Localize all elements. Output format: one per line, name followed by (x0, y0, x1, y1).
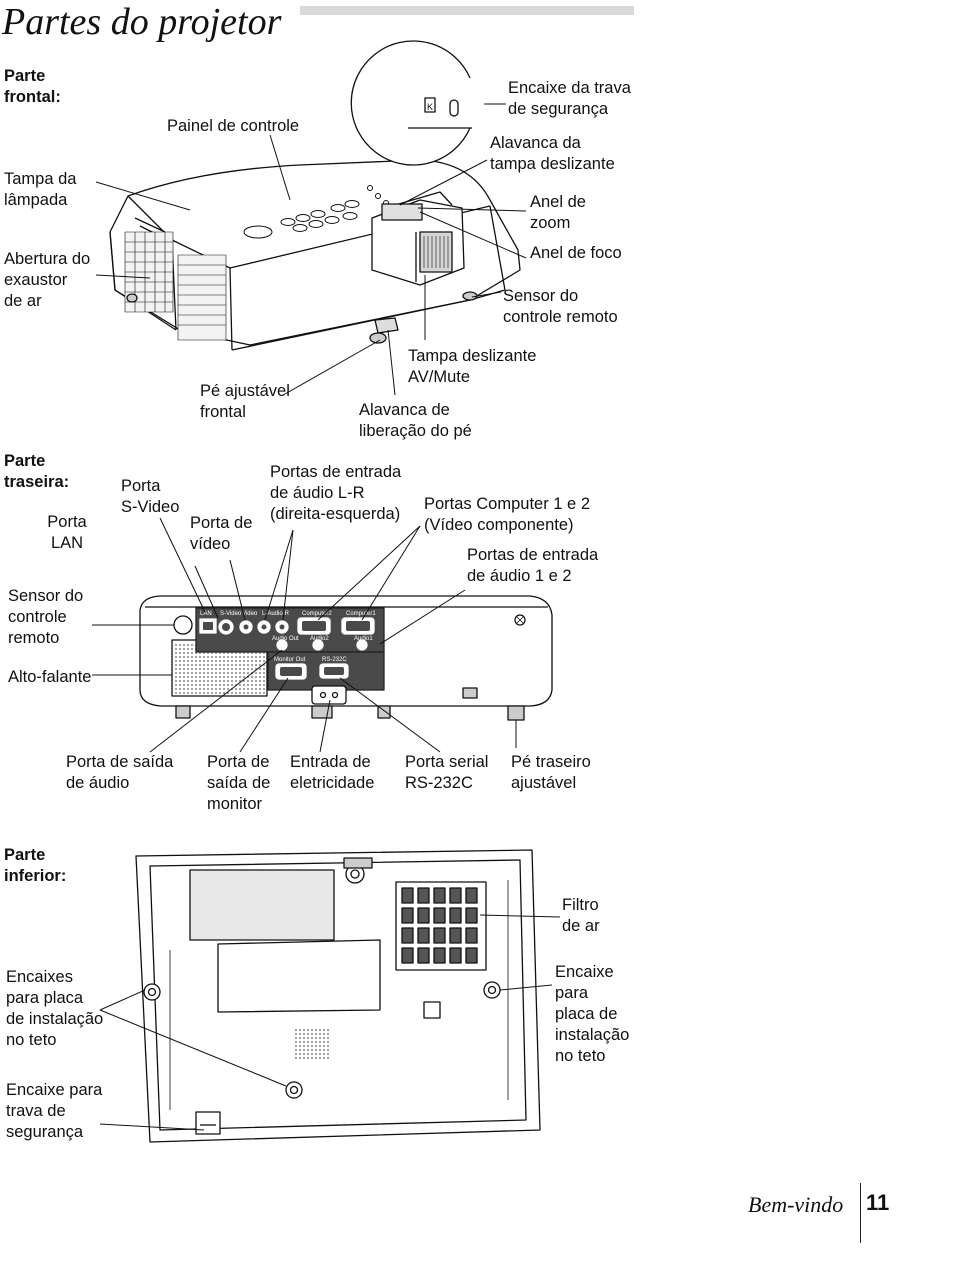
security-slot-icon (195, 1111, 221, 1135)
panel-label-audio-out: Audio Out (272, 636, 299, 642)
bottom-leader-lines (99, 914, 561, 1131)
svg-text:K: K (427, 102, 433, 112)
bottom-projector-drawing (135, 849, 541, 1143)
title-rule (300, 6, 634, 15)
power-inlet-icon (311, 685, 347, 705)
label-portas-computer: Portas Computer 1 e 2(Vídeo componente) (424, 495, 590, 534)
label-painel-controle: Painel de controle (167, 117, 300, 135)
rear-leader-lines (92, 517, 517, 753)
panel-label-computer2: Computer2 (302, 611, 332, 617)
panel-label-computer1: Computer1 (346, 611, 376, 617)
panel-label-audio1: Audio1 (354, 636, 373, 642)
footer-section: Bem-vindo (748, 1192, 844, 1217)
rear-projector-drawing: LAN S-Video Video L-Audio-R Computer2 Co… (139, 595, 553, 721)
ceiling-mount-icon-2 (285, 1081, 303, 1099)
lens-assembly (371, 191, 465, 286)
panel-label-video: Video (242, 611, 258, 617)
air-filter-grid (395, 881, 487, 971)
connector-panel: LAN S-Video Video L-Audio-R Computer2 Co… (195, 607, 385, 691)
panel-label-audio-lr: L-Audio-R (262, 611, 290, 617)
page-number: 11 (866, 1190, 890, 1215)
label-alto-falante: Alto-falante (8, 668, 92, 686)
ir-sensor-icon (173, 615, 193, 635)
ceiling-mount-icon (143, 983, 161, 1001)
panel-label-svideo: S-Video (220, 611, 242, 617)
panel-label-rs232c: RS-232C (322, 657, 347, 663)
ceiling-mount-icon-3 (483, 981, 501, 999)
front-projector-drawing: K (109, 40, 521, 351)
panel-label-monitor-out: Monitor Out (274, 657, 306, 663)
page-title: Partes do projetor (2, 1, 282, 43)
label-anel-foco: Anel de foco (530, 244, 622, 262)
front-leader-lines (95, 103, 527, 396)
panel-label-audio2: Audio2 (310, 636, 329, 642)
panel-label-lan: LAN (200, 611, 212, 617)
footer-divider (860, 1183, 861, 1243)
